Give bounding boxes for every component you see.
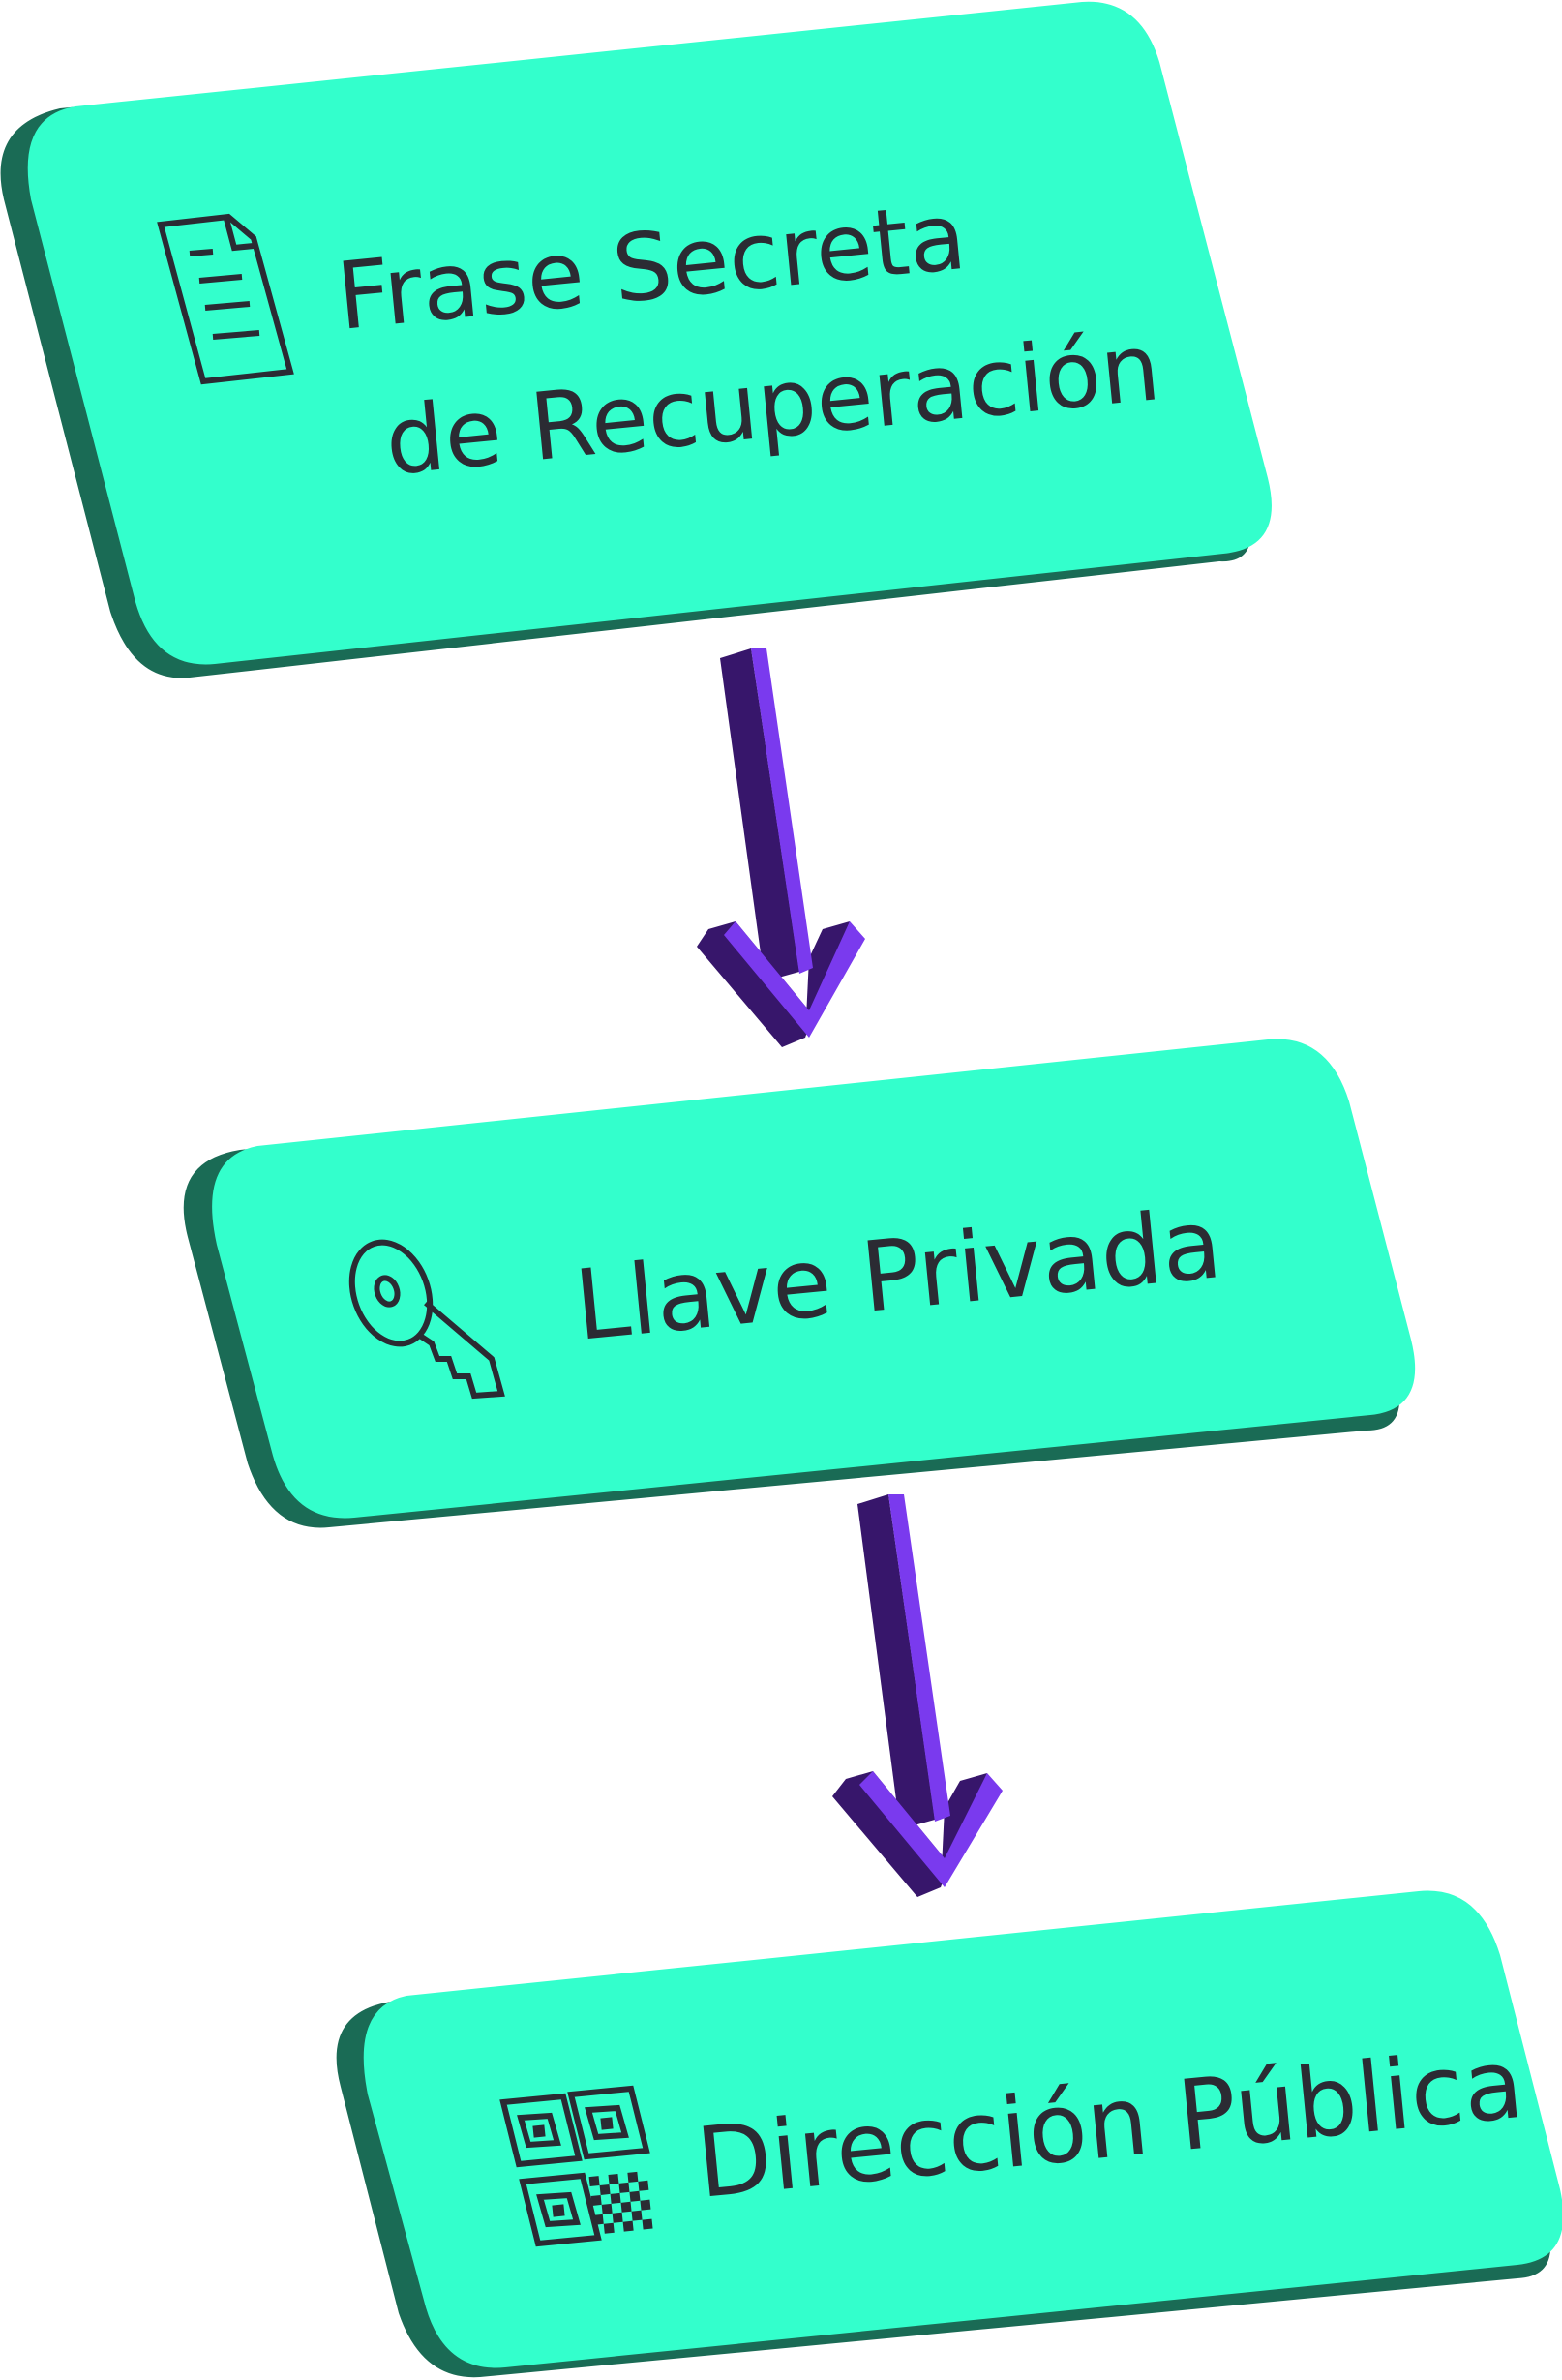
node-recovery-phrase: Frase Secreta de Recuperación — [0, 1, 1272, 678]
node-public-address: Dirección Pública — [336, 1890, 1562, 2378]
edge-recovery-to-private-arrow — [697, 648, 865, 1047]
arrow-2-head-dark — [832, 1771, 945, 1897]
arrow-2-shaft-light — [888, 1494, 950, 1822]
node-private-key-face — [212, 1039, 1416, 1519]
arrow-2-shaft-dark — [857, 1494, 935, 1829]
key-icon — [348, 1239, 505, 1400]
node-public-address-face — [363, 1890, 1562, 2368]
arrow-2-head-light — [859, 1771, 1003, 1887]
document-icon — [157, 213, 294, 385]
arrow-1-shaft-dark — [720, 648, 799, 981]
arrow-1-head-dark — [697, 921, 809, 1047]
node-private-key: Llave Privada — [183, 1039, 1416, 1528]
edge-private-to-public-arrow — [832, 1494, 1003, 1897]
qr-code-pattern — [588, 2171, 653, 2234]
node-recovery-phrase-face — [27, 1, 1272, 665]
arrow-1-head-light — [724, 921, 865, 1038]
arrow-1-shaft-light — [751, 648, 813, 974]
qr-code-icon — [499, 2085, 653, 2247]
